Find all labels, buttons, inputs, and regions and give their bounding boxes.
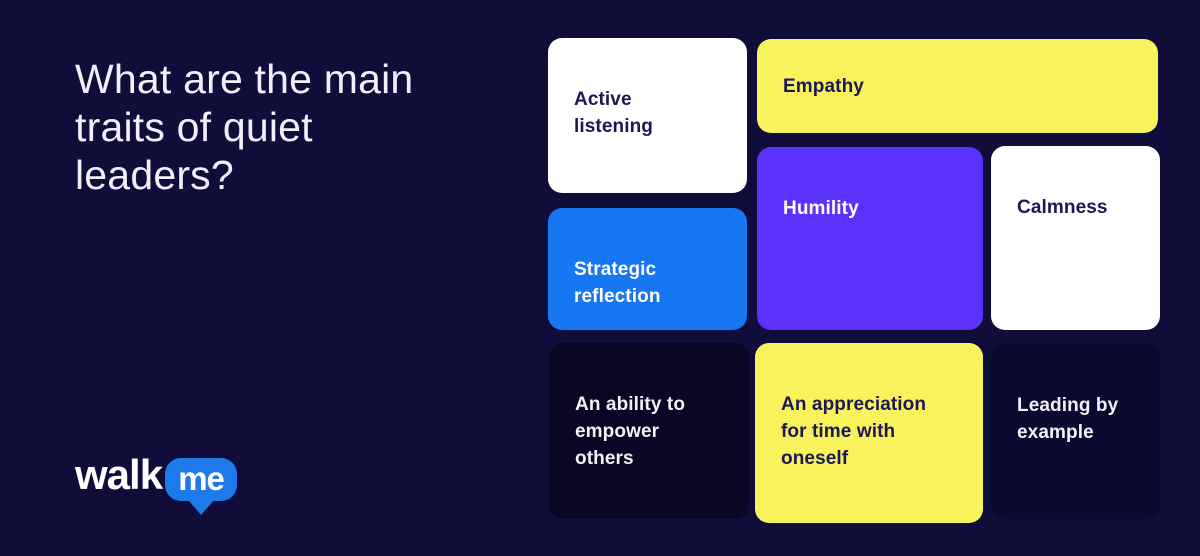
trait-card-appreciation-of-time: An appreciation for time with oneself xyxy=(755,343,983,523)
trait-card-ability-to-empower: An ability to empower others xyxy=(549,343,749,519)
trait-card-humility: Humility xyxy=(757,147,983,330)
trait-card-active-listening: Active listening xyxy=(548,38,747,193)
trait-card-label: An ability to empower others xyxy=(575,394,686,469)
trait-card-label: Calmness xyxy=(1017,197,1108,218)
trait-card-calmness: Calmness xyxy=(991,146,1160,330)
trait-card-leading-by-example: Leading by example xyxy=(991,344,1160,519)
logo-me-text: me xyxy=(178,459,225,497)
logo-me-speech-bubble: me xyxy=(165,458,238,515)
trait-card-label: Empathy xyxy=(783,75,864,97)
trait-card-label: An appreciation for time with oneself xyxy=(781,394,927,469)
trait-card-empathy: Empathy xyxy=(757,39,1158,133)
trait-card-label: Humility xyxy=(783,198,859,219)
page-title: What are the main traits of quiet leader… xyxy=(75,56,414,198)
walkme-logo: walk me xyxy=(75,451,238,515)
logo-walk-text: walk xyxy=(75,451,163,498)
trait-card-label: Leading by example xyxy=(1017,395,1119,443)
trait-card-label: Strategic reflection xyxy=(574,259,661,307)
speech-bubble-tail-icon xyxy=(188,500,215,515)
trait-card-strategic-reflection: Strategic reflection xyxy=(548,208,747,330)
trait-card-label: Active listening xyxy=(574,89,654,137)
